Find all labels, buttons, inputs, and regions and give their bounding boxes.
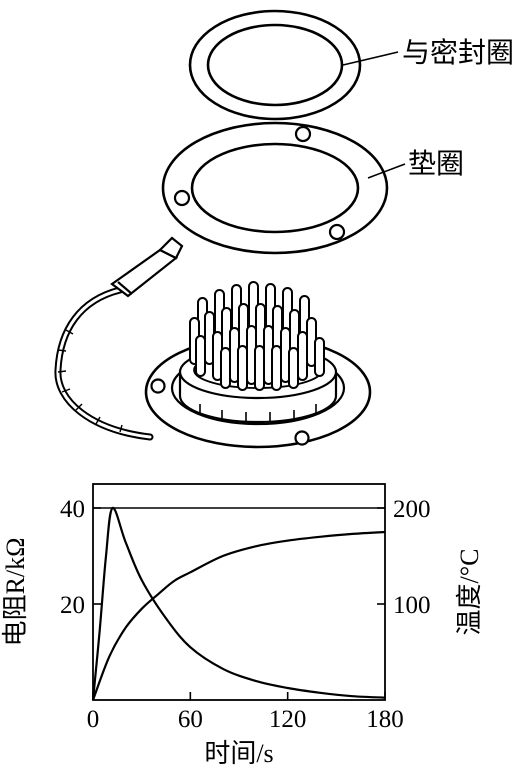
axis-tick-labels: 0 60 120 180 20 40 100 200 bbox=[60, 496, 431, 733]
flange-hole bbox=[294, 430, 310, 446]
x-tick-label: 60 bbox=[178, 706, 203, 733]
seal-ring-outer bbox=[188, 9, 362, 121]
gasket-inner bbox=[190, 142, 360, 234]
y-axis-left-label: 电阻R/kΩ bbox=[1, 538, 30, 647]
gasket bbox=[161, 121, 389, 255]
gasket-hole bbox=[294, 125, 312, 143]
y-left-tick-label: 20 bbox=[60, 592, 85, 619]
y-right-tick-label: 200 bbox=[393, 496, 431, 523]
gasket-hole bbox=[173, 189, 191, 207]
plot-frame bbox=[92, 483, 386, 701]
sensor-pins bbox=[189, 281, 325, 391]
y-right-tick-label: 100 bbox=[393, 592, 431, 619]
gasket-leader bbox=[367, 163, 406, 179]
seal-ring-label: 与密封圈 bbox=[402, 37, 514, 69]
gasket-outer bbox=[161, 121, 389, 255]
x-tick-label: 180 bbox=[366, 706, 404, 733]
seal-ring-inner bbox=[206, 23, 344, 107]
seal-ring bbox=[188, 9, 362, 121]
resistance-temperature-chart: 0 60 120 180 20 40 100 200 时间/s 电阻R/kΩ 温度/°C bbox=[1, 483, 484, 768]
resistance-curve bbox=[91, 506, 386, 701]
x-axis-label: 时间/s bbox=[204, 739, 273, 768]
temperature-curve bbox=[91, 530, 386, 701]
gasket-hole bbox=[328, 223, 346, 241]
connector bbox=[110, 236, 184, 298]
axis-ticks bbox=[92, 507, 386, 700]
y-left-tick-label: 40 bbox=[60, 496, 85, 523]
cable-outer bbox=[54, 286, 154, 441]
series-group bbox=[91, 506, 386, 701]
gasket-label: 垫圈 bbox=[408, 148, 464, 180]
seal-ring-leader bbox=[342, 51, 399, 66]
cable-inner bbox=[56, 288, 152, 439]
x-tick-label: 0 bbox=[87, 706, 100, 733]
sensor-assembly bbox=[54, 236, 372, 449]
flange-hole bbox=[150, 378, 166, 394]
y-axis-right-label: 温度/°C bbox=[455, 549, 484, 636]
x-tick-label: 120 bbox=[269, 706, 307, 733]
